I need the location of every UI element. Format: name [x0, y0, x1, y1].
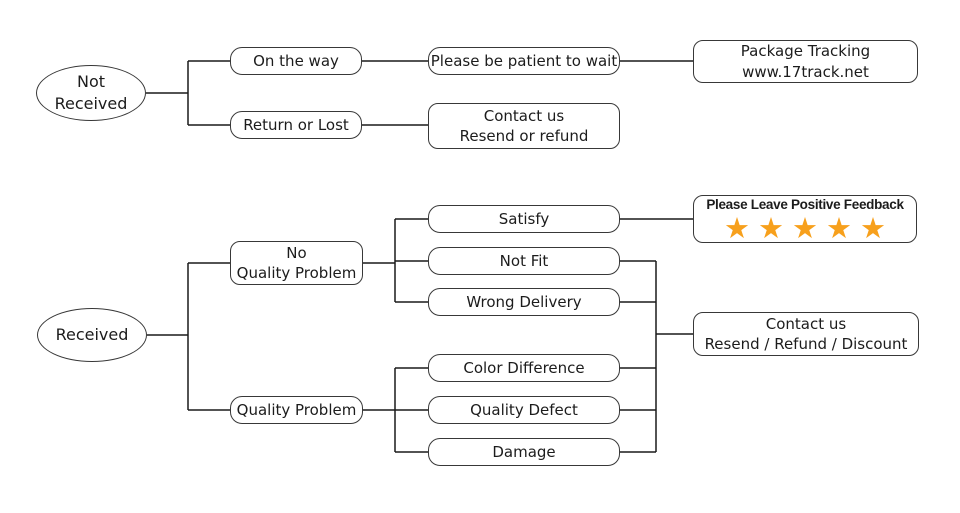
node-no-quality-problem: No Quality Problem — [230, 241, 363, 285]
node-label: Satisfy — [498, 209, 550, 228]
node-on-the-way: On the way — [230, 47, 362, 75]
node-package-tracking: Package Tracking www.17track.net — [693, 40, 918, 83]
node-return-or-lost: Return or Lost — [230, 111, 362, 139]
node-label: Not Fit — [499, 251, 549, 270]
node-label: Quality Defect — [470, 400, 578, 419]
node-label: Color Difference — [463, 358, 585, 377]
node-not-received: Not Received — [36, 65, 146, 121]
node-label: Not Received — [54, 72, 128, 113]
node-received: Received — [37, 308, 147, 362]
node-color-difference: Color Difference — [428, 354, 620, 382]
node-positive-feedback: Please Leave Positive Feedback ★★★★★ — [693, 195, 917, 243]
node-contact-resend-refund: Contact us Resend or refund — [428, 103, 620, 149]
node-label: Please be patient to wait — [430, 51, 618, 70]
node-label: Contact us Resend / Refund / Discount — [704, 314, 908, 353]
node-label: Contact us Resend or refund — [459, 106, 589, 145]
node-quality-defect: Quality Defect — [428, 396, 620, 424]
node-label: Damage — [492, 442, 556, 461]
node-be-patient: Please be patient to wait — [428, 47, 620, 75]
node-label: No Quality Problem — [236, 243, 357, 282]
node-not-fit: Not Fit — [428, 247, 620, 275]
node-contact-resend-refund-discount: Contact us Resend / Refund / Discount — [693, 312, 919, 356]
five-star-rating: ★★★★★ — [724, 210, 894, 245]
node-label: Wrong Delivery — [466, 292, 582, 311]
node-label: Received — [55, 325, 129, 345]
node-satisfy: Satisfy — [428, 205, 620, 233]
node-label: Please Leave Positive Feedback — [706, 196, 904, 212]
connector-path — [146, 60, 693, 453]
node-label: Quality Problem — [236, 400, 357, 419]
node-label: Package Tracking www.17track.net — [740, 42, 871, 81]
node-wrong-delivery: Wrong Delivery — [428, 288, 620, 316]
node-quality-problem: Quality Problem — [230, 396, 363, 424]
node-damage: Damage — [428, 438, 620, 466]
node-label: Return or Lost — [243, 115, 349, 134]
node-label: On the way — [253, 51, 339, 70]
